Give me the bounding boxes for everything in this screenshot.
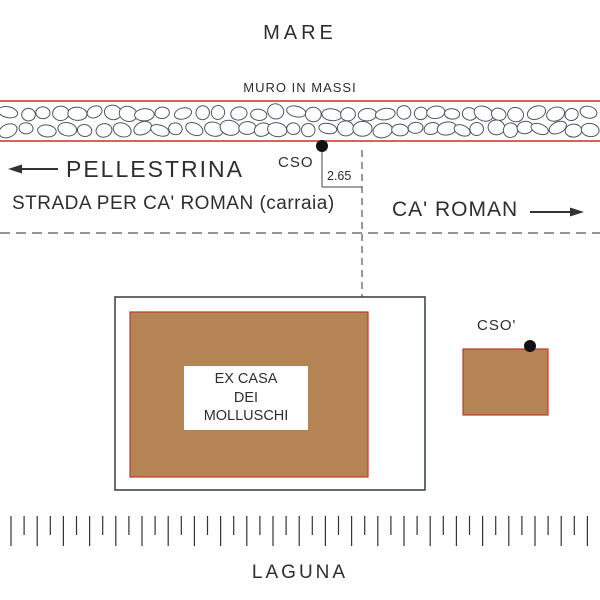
building-small-fill xyxy=(462,348,549,416)
stone-pattern xyxy=(0,103,600,139)
right-arrow-icon xyxy=(530,207,584,217)
building-outer-outline xyxy=(114,296,426,491)
left-arrow-icon xyxy=(8,164,58,174)
label-pellestrina: PELLESTRINA xyxy=(66,156,244,182)
label-strada: STRADA PER CA' ROMAN (carraia) xyxy=(12,193,335,214)
label-laguna: LAGUNA xyxy=(251,562,349,583)
laguna-tick-marks xyxy=(10,516,589,546)
label-dimension: 2.65 xyxy=(327,169,352,183)
label-ex-casa-dei-molluschi: EX CASA DEI MOLLUSCHI xyxy=(184,366,308,430)
label-cso-prime: CSO' xyxy=(477,317,517,334)
stone-wall-band xyxy=(0,100,600,142)
label-ca-roman: CA' ROMAN xyxy=(392,198,519,221)
cso-prime-point xyxy=(524,340,536,352)
label-cso: CSO xyxy=(278,154,314,171)
label-muro-in-massi: MURO IN MASSI xyxy=(243,80,357,95)
cso-point xyxy=(316,140,328,152)
label-mare: MARE xyxy=(263,22,337,44)
